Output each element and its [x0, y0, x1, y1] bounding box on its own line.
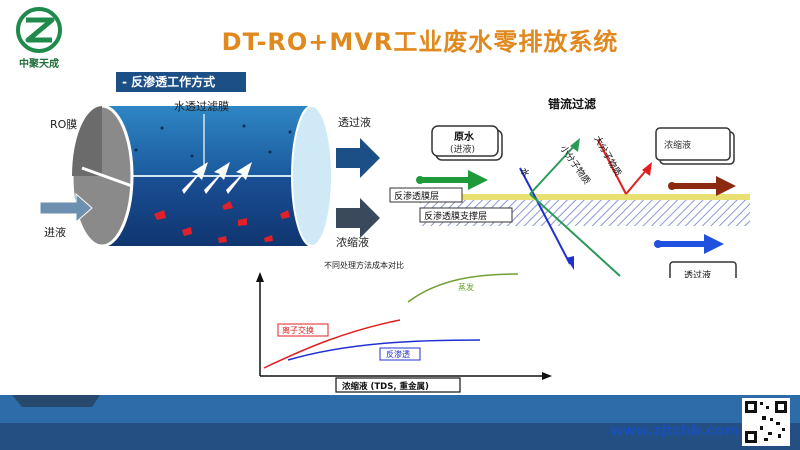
cylinder-top — [102, 106, 315, 176]
x-axis-label: 浓缩液 (TDS, 重金属) — [342, 381, 429, 392]
ion-exchange-curve — [263, 319, 401, 369]
ro-membrane-label: RO膜 — [50, 118, 77, 131]
water-path — [519, 167, 571, 265]
permeate-label: 透过液 — [338, 116, 371, 129]
support-layer-box — [419, 207, 513, 223]
outlet-arrows — [336, 138, 380, 238]
ro-curve — [287, 339, 481, 361]
company-logo — [16, 7, 62, 53]
ion-exchange-label: 离子交换 — [282, 325, 314, 335]
permeate-box — [669, 261, 737, 278]
feed-label: 进液 — [44, 225, 66, 239]
ro-membrane-diagram: RO膜 水透过滤膜 进液 — [32, 98, 368, 258]
concentrate-arrow — [672, 176, 736, 196]
crossflow-concentrate-label: 浓缩液 — [664, 139, 691, 151]
crossflow-title: 错流过滤 — [548, 98, 596, 111]
raw-water-arrow — [420, 170, 488, 190]
crossflow-diagram: 错流过滤 原水 (进液) 浓缩液 反渗透膜层 反渗透膜支撑层 水 小分子物质 大… — [380, 98, 760, 278]
cost-chart-title: 不同处理方法成本对比 — [324, 260, 404, 270]
membrane-layer-box — [389, 187, 463, 203]
x-axis-box — [335, 377, 461, 393]
contaminant-particles — [154, 201, 290, 243]
cost-comparison-diagram: 不同处理方法成本对比 蒸发 离子交换 反渗透 浓缩液 (TDS, 重金属) — [240, 258, 552, 394]
cap-slit — [81, 166, 133, 188]
raw-water-sub: (进液) — [450, 143, 475, 155]
cap-shade — [72, 106, 102, 176]
website-url[interactable]: www.zjtchb.com — [610, 423, 739, 439]
section-label: - 反渗透工作方式 — [116, 72, 246, 92]
page-title: DT-RO+MVR工业废水零排放系统 — [221, 28, 619, 56]
water-label: 水 — [517, 166, 532, 180]
filter-label: 水透过滤膜 — [174, 100, 229, 113]
large-molecule-label: 大分子物质 — [591, 134, 624, 179]
large-molecule-path — [597, 139, 627, 195]
cylinder-end — [291, 105, 333, 247]
permeate-arrows — [182, 162, 252, 194]
membrane-layer-label: 反渗透膜层 — [394, 190, 439, 202]
concentrate-label: 浓缩液 — [336, 236, 369, 249]
permeate-outlet-arrow — [336, 138, 380, 178]
permeate-arrow — [658, 234, 724, 254]
permeate-dots — [134, 124, 292, 158]
evaporation-label: 蒸发 — [458, 282, 474, 292]
qr-code-icon — [742, 398, 790, 446]
cylinder-bottom — [102, 176, 315, 246]
logo-text: 中聚天成 — [19, 59, 59, 70]
footer-band — [0, 395, 800, 450]
concentrate-outlet-arrow — [336, 198, 380, 238]
feed-arrow — [39, 192, 93, 224]
small-molecule-path — [529, 193, 621, 277]
crossflow-permeate-label: 透过液 — [684, 269, 711, 278]
ro-label: 反渗透 — [386, 349, 410, 359]
membrane-layer — [390, 194, 750, 200]
support-layer-label: 反渗透膜支撑层 — [424, 210, 487, 222]
ship-icon — [12, 395, 100, 407]
evaporation-curve — [407, 273, 519, 303]
raw-water-label: 原水 — [454, 130, 475, 143]
